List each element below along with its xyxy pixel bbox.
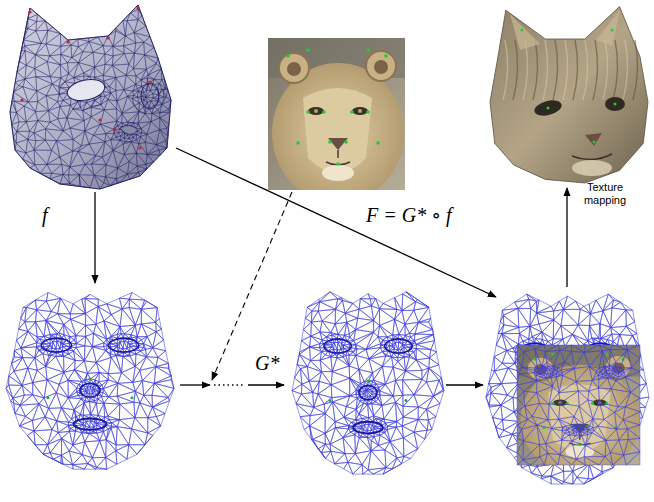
flat-mesh-deformed <box>292 292 444 474</box>
cat-head-mesh <box>10 5 171 189</box>
lion-photo <box>268 38 405 203</box>
map-label: f <box>42 204 48 227</box>
map-label: F = G* ∘ f <box>366 204 452 227</box>
mesh-over-photo <box>517 345 640 465</box>
flat-mesh-aligned <box>486 294 649 484</box>
textured-cat <box>490 7 648 183</box>
flat-mesh-initial <box>6 293 174 470</box>
step-label: Texture mapping <box>575 181 635 206</box>
map-label: G* <box>255 352 279 375</box>
lion-photo-overlay <box>517 345 640 475</box>
